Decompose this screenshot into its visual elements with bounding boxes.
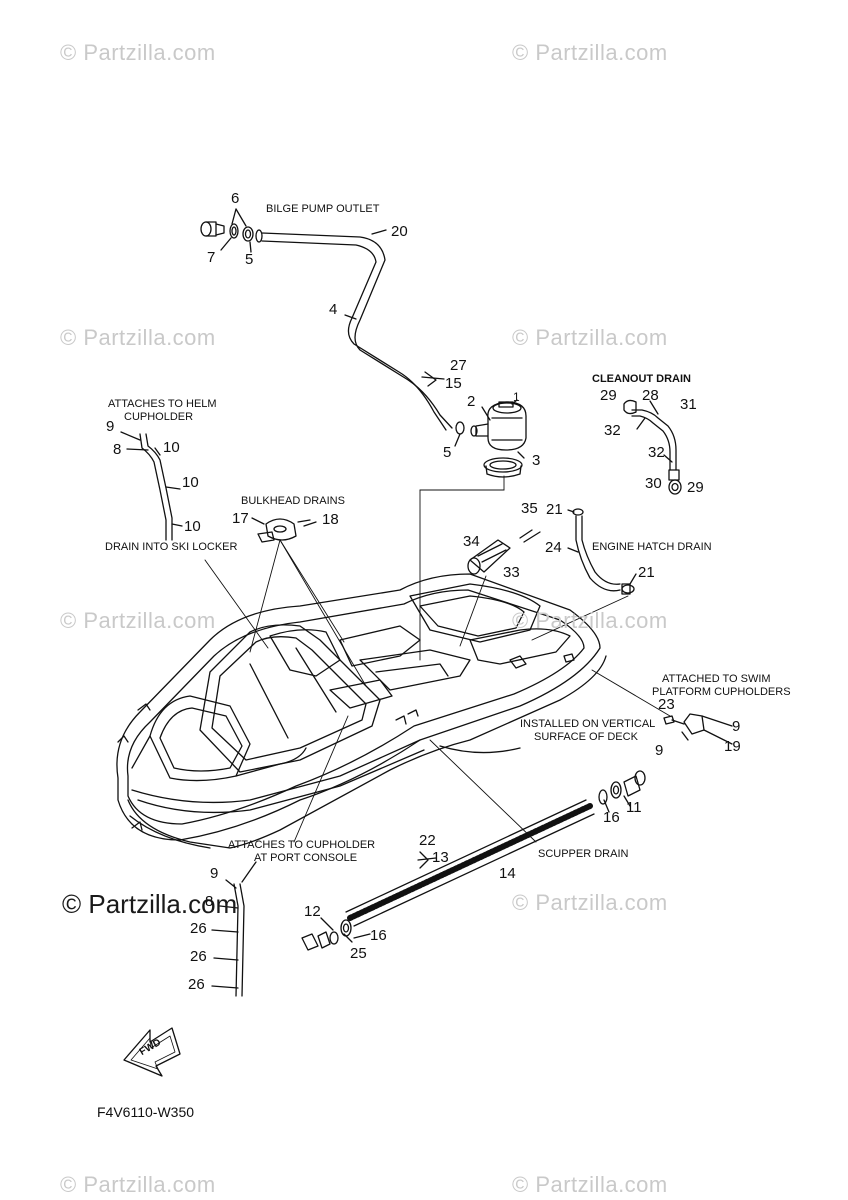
callout-1: 1 (513, 390, 520, 404)
label-swim-platform-1: ATTACHED TO SWIM (662, 673, 771, 685)
label-vertical-surface-1: INSTALLED ON VERTICAL (520, 718, 656, 730)
pump-base-icon (483, 457, 523, 478)
watermark-center-right: © Partzilla.com (512, 608, 668, 633)
callout-27: 27 (450, 357, 467, 374)
callout-26-top: 26 (190, 920, 207, 937)
label-helm-cupholder-1: ATTACHES TO HELM (108, 398, 217, 410)
callout-5-mid: 5 (443, 444, 452, 461)
label-bilge-pump-outlet: BILGE PUMP OUTLET (266, 203, 380, 215)
port-console-hose (233, 883, 245, 997)
scupper-fitting-icon (598, 770, 646, 805)
watermark-center-left: © Partzilla.com (60, 608, 216, 633)
callout-18: 18 (322, 511, 339, 528)
callout-16-left: 16 (370, 927, 387, 944)
outlet-hose (261, 232, 453, 431)
callout-6: 6 (231, 190, 240, 207)
callout-26-bottom: 26 (188, 976, 205, 993)
callout-22: 22 (419, 832, 436, 849)
callout-11: 11 (626, 799, 642, 816)
watermark-bottom-right: © Partzilla.com (512, 1172, 668, 1197)
callout-9-helm: 9 (106, 418, 115, 435)
callout-19: 19 (724, 738, 741, 755)
scupper-drain-hose (345, 799, 595, 927)
swim-platform-drain-icon (663, 713, 733, 745)
callout-8-port: 8 (205, 893, 214, 910)
callout-8-helm: 8 (113, 441, 122, 458)
fwd-arrow-icon (123, 1027, 181, 1077)
label-port-console-1: ATTACHES TO CUPHOLDER (228, 839, 376, 851)
callout-5-top: 5 (245, 251, 254, 268)
callout-23: 23 (658, 696, 675, 713)
callout-32-left: 32 (604, 422, 621, 439)
drain-fitting-33-icon (467, 529, 541, 575)
callout-28: 28 (642, 387, 659, 404)
label-helm-cupholder-2: CUPHOLDER (124, 411, 194, 423)
watermark-main: © Partzilla.com (62, 889, 238, 919)
watermark-lower-right: © Partzilla.com (512, 890, 668, 915)
boat-hull-drawing (116, 573, 607, 849)
callout-33: 33 (503, 564, 520, 581)
callout-10-bottom: 10 (184, 518, 201, 535)
callout-29-top: 29 (600, 387, 617, 404)
callout-24: 24 (545, 539, 562, 556)
callout-9-swim-right: 9 (732, 718, 741, 735)
callout-15: 15 (445, 375, 462, 392)
callout-2: 2 (467, 393, 476, 410)
label-scupper-drain: SCUPPER DRAIN (538, 848, 629, 860)
callout-20: 20 (391, 223, 408, 240)
bilge-pump-icon (470, 401, 527, 451)
callout-32-right: 32 (648, 444, 665, 461)
callout-9-port: 9 (210, 865, 219, 882)
label-cleanout-drain: CLEANOUT DRAIN (592, 373, 691, 385)
bulkhead-drain-icon (257, 518, 317, 543)
callout-10-mid: 10 (182, 474, 199, 491)
callout-21-top: 21 (546, 501, 563, 518)
watermark-bottom-left: © Partzilla.com (60, 1172, 216, 1197)
watermark-top-right: © Partzilla.com (512, 40, 668, 65)
callout-7: 7 (207, 249, 216, 266)
watermark-mid-right: © Partzilla.com (512, 325, 668, 350)
label-swim-platform-2: PLATFORM CUPHOLDERS (652, 686, 791, 698)
callout-34: 34 (463, 533, 480, 550)
callout-17: 17 (232, 510, 249, 527)
callout-14: 14 (499, 865, 516, 882)
cleanout-drain-hose (623, 399, 682, 495)
diagram-code: F4V6110-W350 (97, 1104, 195, 1120)
callout-35: 35 (521, 500, 538, 517)
label-vertical-surface-2: SURFACE OF DECK (534, 731, 638, 743)
helm-cupholder-hose (139, 433, 173, 541)
callout-30: 30 (645, 475, 662, 492)
callout-31: 31 (680, 396, 697, 413)
callout-16-right: 16 (603, 809, 620, 826)
watermark-mid-left: © Partzilla.com (60, 325, 216, 350)
label-bulkhead-drains: BULKHEAD DRAINS (241, 495, 345, 507)
callout-3: 3 (532, 452, 541, 469)
callout-26-mid: 26 (190, 948, 207, 965)
callout-21-bottom: 21 (638, 564, 655, 581)
scupper-inner-fitting-icon (301, 919, 352, 951)
engine-hatch-drain-hose (572, 508, 635, 595)
callout-29-bottom: 29 (687, 479, 704, 496)
callout-4: 4 (329, 301, 338, 318)
callout-10-top: 10 (163, 439, 180, 456)
callout-9-swim-left: 9 (655, 742, 664, 759)
callout-12: 12 (304, 903, 321, 920)
callout-13: 13 (432, 849, 449, 866)
watermark-top-left: © Partzilla.com (60, 40, 216, 65)
callout-25: 25 (350, 945, 367, 962)
label-drain-ski-locker: DRAIN INTO SKI LOCKER (105, 541, 238, 553)
label-port-console-2: AT PORT CONSOLE (254, 852, 358, 864)
outlet-fitting-icon (200, 221, 263, 243)
label-engine-hatch-drain: ENGINE HATCH DRAIN (592, 541, 712, 553)
